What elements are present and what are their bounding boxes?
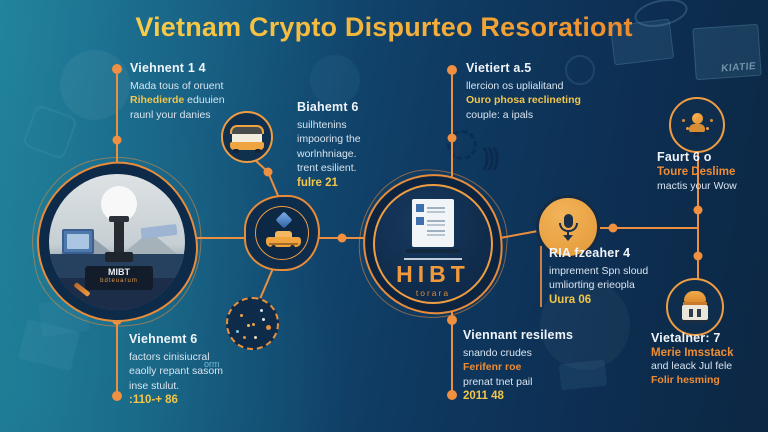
pin-icon xyxy=(692,131,702,138)
block-far-bottom-right: Vietalner: 7 Merie Imsstack and leack Ju… xyxy=(651,331,763,387)
block-line: llercion os uplialitand xyxy=(466,79,564,92)
machine-node xyxy=(666,278,724,336)
document-base-shape xyxy=(406,249,460,253)
block-heading: Faurt 6 o xyxy=(657,150,712,164)
vending-machine-icon xyxy=(683,302,707,305)
vending-machine-icon xyxy=(682,320,708,323)
person-node xyxy=(669,97,725,153)
highlight-text: Ferifenr roe xyxy=(463,361,522,373)
microphone-icon xyxy=(558,213,578,241)
bus-node xyxy=(221,111,273,163)
block-line: imprement Spn sloud xyxy=(549,264,649,277)
ground-shape xyxy=(49,278,185,310)
hibt-center-inner: HIBT torara xyxy=(373,184,493,304)
block-heading: Viehnent 1 4 xyxy=(130,61,206,75)
block-line: and leack Jul fele xyxy=(651,360,733,372)
pen-icon xyxy=(73,281,91,298)
ground-shape xyxy=(49,254,185,310)
banner-icon xyxy=(140,223,178,240)
block-line: couple: a ipals xyxy=(466,108,534,121)
block-line: prenat tnet pail xyxy=(463,375,533,388)
scatter-dots-icon xyxy=(252,323,255,326)
mountain-icon xyxy=(49,218,185,264)
plaque-label: MIBT bdteuarum xyxy=(85,266,153,290)
highlight-text: Ouro phosa reclineting xyxy=(466,94,581,106)
block-heading: Biahemt 6 xyxy=(297,100,359,114)
scatter-dots-node xyxy=(226,297,279,350)
block-heading: Vietiert a.5 xyxy=(466,61,532,75)
plaque-subtext: bdteuarum xyxy=(100,278,138,284)
monitor-icon xyxy=(62,229,94,254)
bus-icon xyxy=(230,124,264,153)
microphone-node xyxy=(536,195,600,259)
diamond-icon xyxy=(275,211,293,229)
block-line: Rihedierde eduuien xyxy=(130,94,225,106)
block-line: eaolly repant sasom xyxy=(129,365,223,377)
block-heading: RIA fzeaher 4 xyxy=(549,246,631,260)
block-line: suilhtenins xyxy=(297,118,347,131)
block-bottom-center: Viennant resilems snando crudes Ferifenr… xyxy=(463,328,603,404)
block-top-right: Vietiert a.5 llercion os uplialitand Our… xyxy=(466,61,626,122)
block-heading: Viennant resilems xyxy=(463,328,574,342)
car-node-inner xyxy=(255,206,309,260)
person-camera-icon xyxy=(689,123,705,132)
block-heading: Viehnemt 6 xyxy=(129,332,198,346)
page-title: Vietnam Crypto Dispurteo Resorationt xyxy=(0,12,768,43)
highlight-text: Toure Deslime xyxy=(657,166,736,178)
vending-machine-icon xyxy=(682,305,708,320)
car-icon xyxy=(275,231,292,237)
block-heading: Vietalner: 7 xyxy=(651,331,721,345)
block-line: mactis your Wow xyxy=(657,180,737,192)
tower-icon xyxy=(105,252,133,262)
hibt-sublabel: torara xyxy=(415,288,451,298)
block-footer: Uura 06 xyxy=(549,293,592,306)
highlight-text: Rihedierde xyxy=(130,94,185,106)
vending-machine-icon xyxy=(684,291,706,302)
landscape-scene: MIBT bdteuarum xyxy=(49,174,185,310)
highlight-text: Folir hesming xyxy=(651,373,720,386)
block-mid-right: RIA fzeaher 4 imprement Spn sloud umlior… xyxy=(540,246,689,307)
block-top-left: Viehnent 1 4 Mada tous of oruent Rihedie… xyxy=(130,61,260,122)
block-line: umliorting erieopla xyxy=(549,279,635,291)
document-checklist-icon xyxy=(412,199,454,247)
block-line: Mada tous of oruent xyxy=(130,79,224,92)
car-node xyxy=(244,195,320,271)
tower-icon xyxy=(109,216,129,222)
block-line: worlnhniage. xyxy=(297,147,357,160)
highlight-text: Merie Imsstack xyxy=(651,346,734,359)
block-line: trent esilient. xyxy=(297,162,357,174)
sun-icon xyxy=(101,186,137,222)
block-footer: 2011 48 xyxy=(463,390,504,402)
block-line: factors cinisiucral xyxy=(129,350,210,363)
tower-icon xyxy=(114,222,124,254)
block-footer: :110-+ 86 xyxy=(129,394,178,406)
block-far-top-right: Faurt 6 o Toure Deslime mactis your Wow xyxy=(657,150,765,193)
block-bottom-left: Viehnemt 6 factors cinisiucral eaolly re… xyxy=(129,332,269,408)
divider xyxy=(404,258,462,260)
hibt-label: HIBT xyxy=(396,261,470,287)
block-mid-top: Biahemt 6 suilhtenins impooring the worl… xyxy=(297,100,409,190)
car-icon xyxy=(266,237,301,250)
mountain-icon xyxy=(49,222,185,264)
block-line: impooring the xyxy=(297,133,361,145)
block-line: inse stulut. xyxy=(129,379,180,392)
orbit-dots-icon xyxy=(695,116,699,120)
plaque-text: MIBT xyxy=(108,267,130,277)
block-footer: fulre 21 xyxy=(297,176,338,189)
block-line: snando crudes xyxy=(463,346,532,359)
block-line: raunl your danies xyxy=(130,108,211,121)
